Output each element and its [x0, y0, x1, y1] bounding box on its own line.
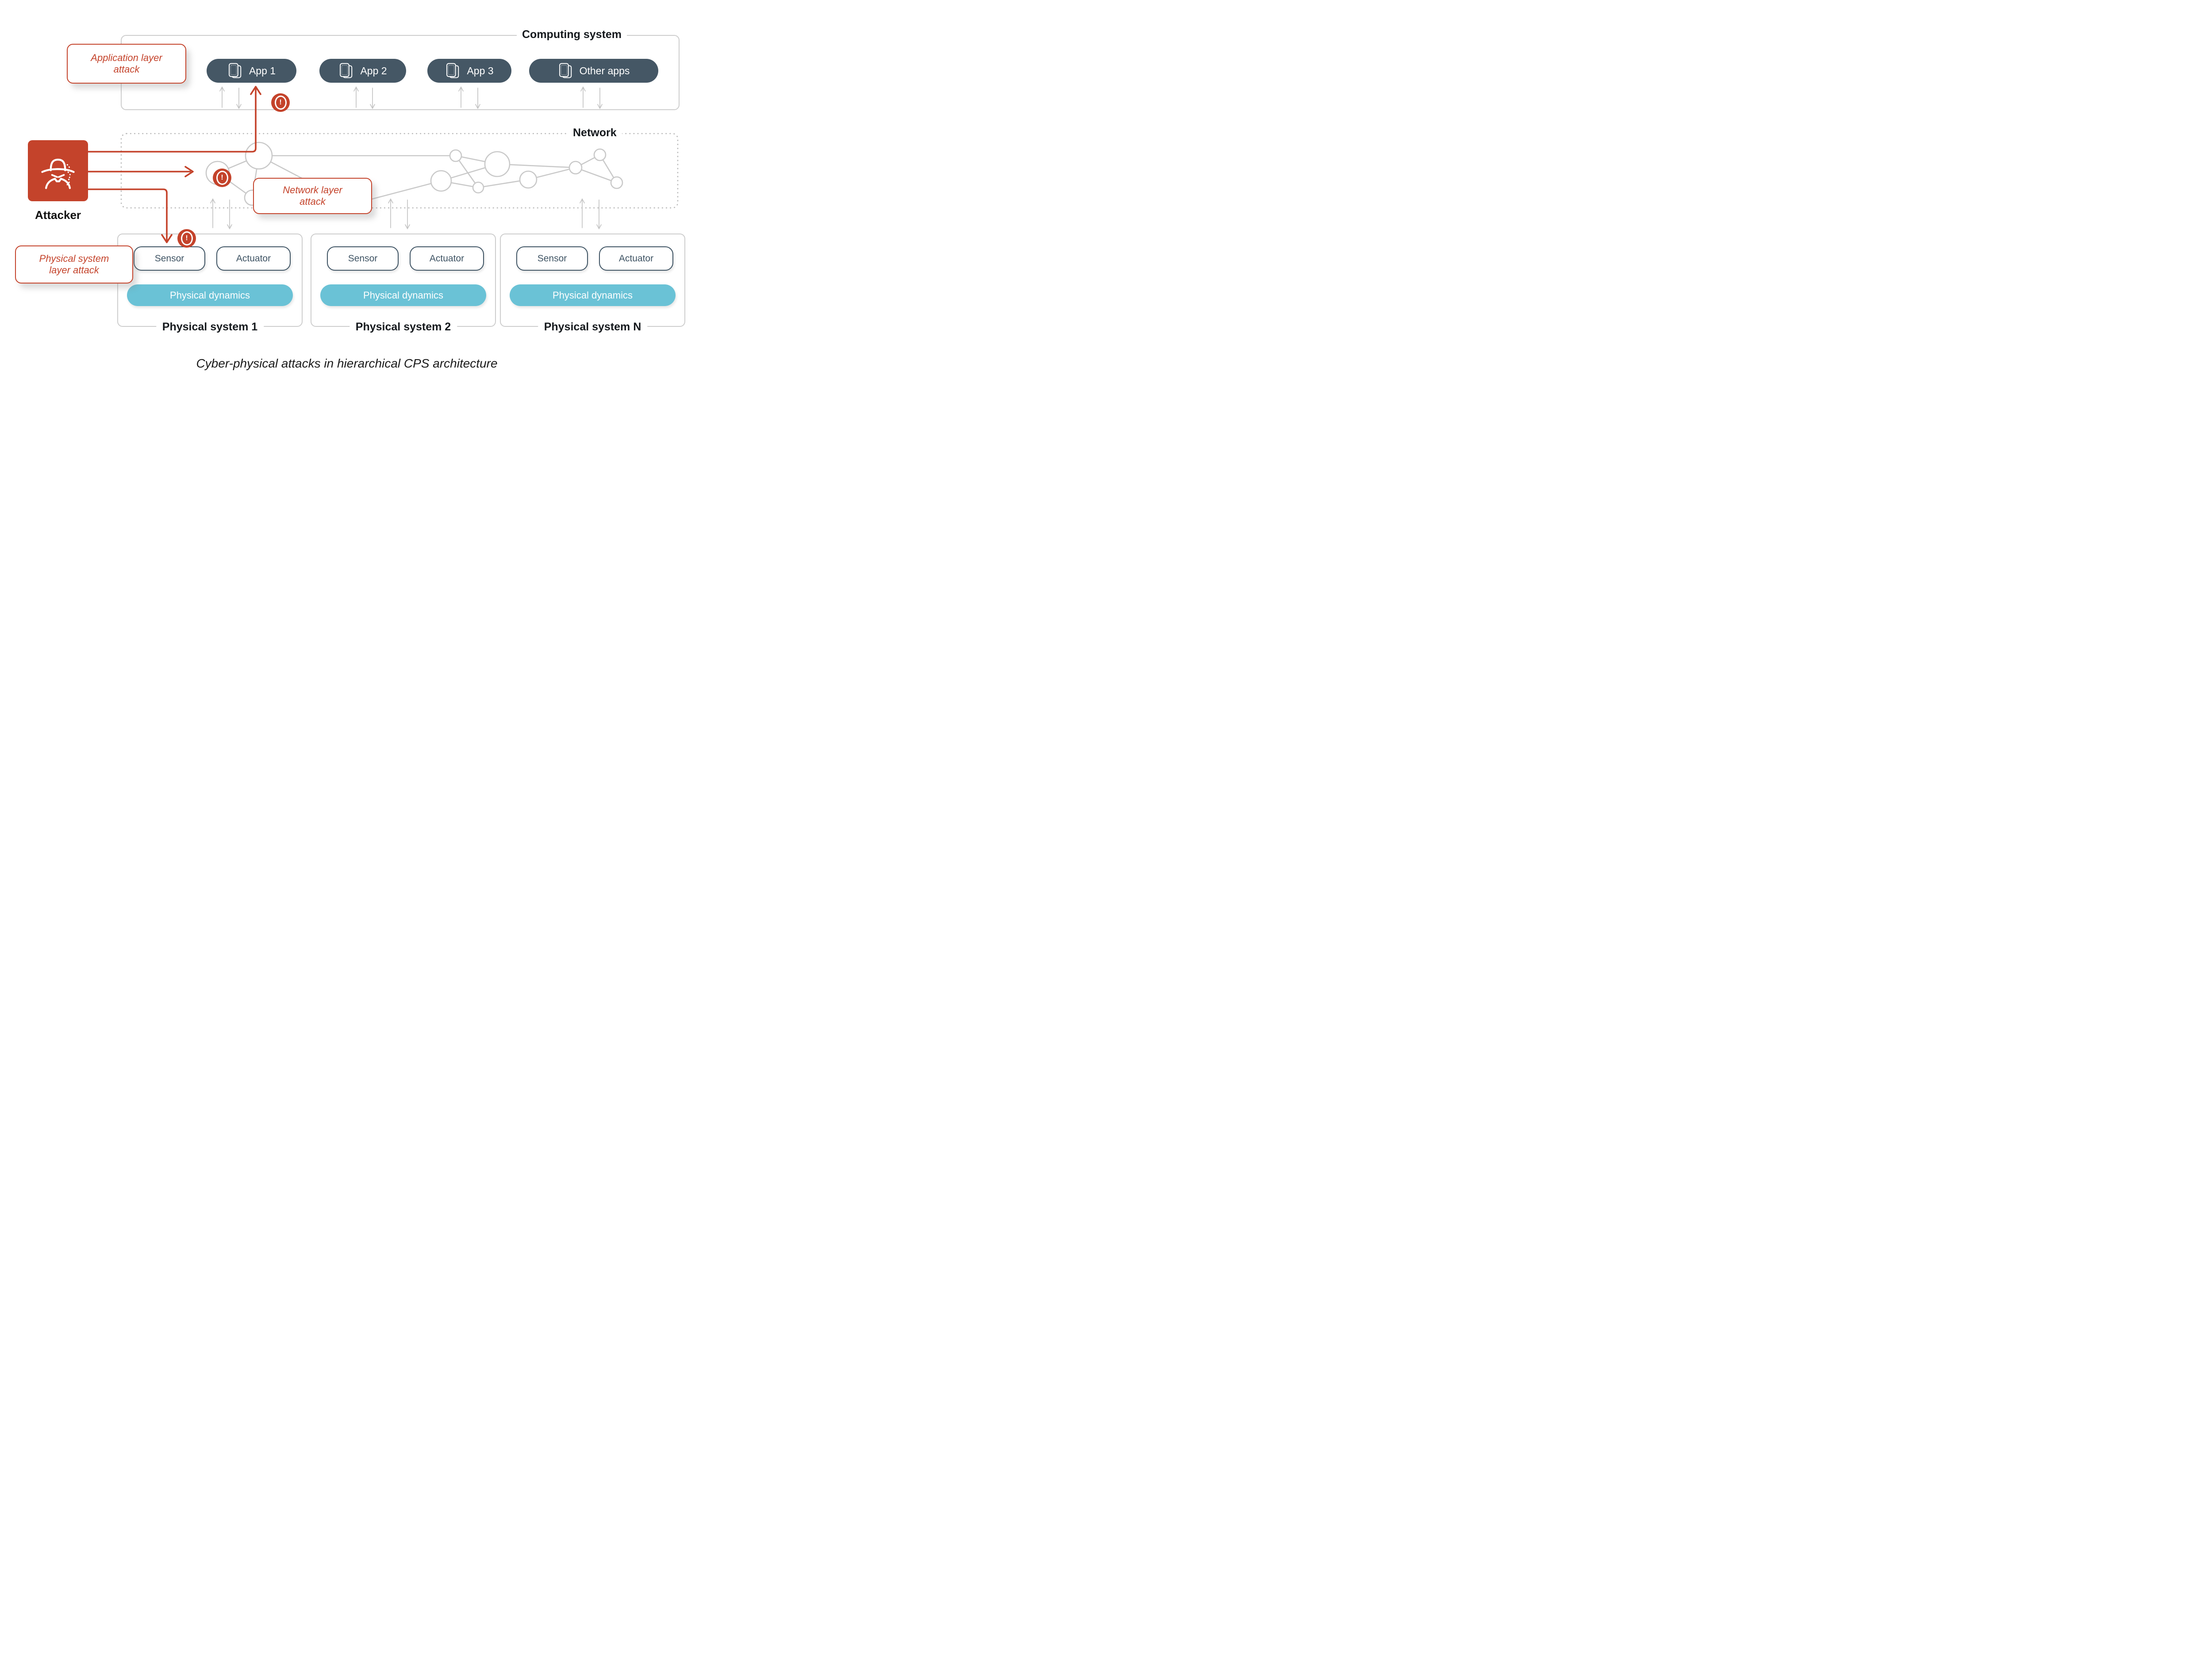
- callout-line: attack: [300, 196, 326, 207]
- actuator-pill: Actuator: [599, 246, 673, 271]
- sensor-pill: Sensor: [516, 246, 588, 271]
- actuator-pill: Actuator: [410, 246, 484, 271]
- app-label: App 3: [467, 65, 494, 77]
- callout-line: attack: [113, 64, 140, 75]
- physical-system-2-box: Sensor Actuator Physical dynamics Physic…: [311, 234, 496, 333]
- physical-attack-arrow: [87, 188, 168, 241]
- callout-line: Application layer: [91, 52, 162, 64]
- app-label: App 1: [249, 65, 276, 77]
- app-window-icon: [227, 62, 243, 80]
- network-label: Network: [568, 126, 622, 139]
- sensor-pill: Sensor: [327, 246, 399, 271]
- callout-line: Physical system: [39, 253, 109, 264]
- computing-system-label: Computing system: [517, 28, 627, 41]
- physical-system-title: Physical system 2: [349, 321, 457, 333]
- callout-line: layer attack: [49, 264, 99, 276]
- spy-attacker-icon: [37, 149, 79, 193]
- physical-system-n-box: Sensor Actuator Physical dynamics Physic…: [500, 234, 685, 333]
- app-label: App 2: [360, 65, 387, 77]
- network-layer-attack-callout: Network layer attack: [253, 178, 372, 214]
- app-3-pill: App 3: [427, 59, 511, 83]
- attacker-label: Attacker: [35, 208, 81, 222]
- physical-dynamics-pill: Physical dynamics: [320, 284, 486, 306]
- physical-system-1-box: Sensor Actuator Physical dynamics Physic…: [117, 234, 303, 333]
- physical-system-layer-attack-callout: Physical system layer attack: [15, 245, 133, 284]
- app-window-icon: [445, 62, 461, 80]
- figure-caption: Cyber-physical attacks in hierarchical C…: [196, 356, 498, 370]
- sensor-pill: Sensor: [134, 246, 205, 271]
- physical-system-title: Physical system N: [538, 321, 648, 333]
- physical-dynamics-pill: Physical dynamics: [510, 284, 676, 306]
- callout-line: Network layer: [283, 184, 342, 196]
- physical-dynamics-pill: Physical dynamics: [127, 284, 293, 306]
- network-dashed-border: [120, 133, 679, 209]
- warning-icon: !: [271, 93, 290, 112]
- attacker-box: [28, 140, 88, 201]
- physical-system-title: Physical system 1: [156, 321, 264, 333]
- app-window-icon: [558, 62, 574, 80]
- app-window-icon: [338, 62, 354, 80]
- actuator-pill: Actuator: [216, 246, 291, 271]
- app-1-pill: App 1: [207, 59, 296, 83]
- app-label: Other apps: [579, 65, 630, 77]
- application-layer-attack-callout: Application layer attack: [67, 44, 186, 84]
- other-apps-pill: Other apps: [529, 59, 658, 83]
- exclamation-icon: !: [216, 171, 228, 185]
- app-2-pill: App 2: [319, 59, 406, 83]
- cps-architecture-diagram: Sensor Actuator Physical dynamics Physic…: [0, 0, 694, 390]
- exclamation-icon: !: [274, 96, 287, 110]
- warning-icon: !: [213, 169, 231, 187]
- exclamation-icon: !: [180, 231, 193, 245]
- warning-icon: !: [177, 229, 196, 248]
